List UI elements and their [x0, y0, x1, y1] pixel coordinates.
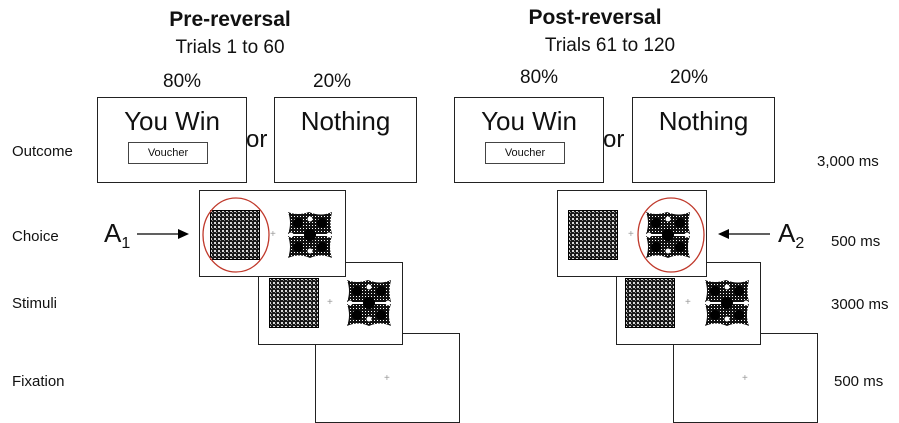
fractal-stimulus — [702, 278, 752, 328]
fixation-cross: + — [628, 229, 634, 240]
grid-stimulus — [568, 210, 618, 260]
pre-or-text: or — [246, 126, 268, 153]
grid-stimulus — [625, 278, 675, 328]
duration-stimuli: 3000 ms — [831, 296, 889, 313]
pre-reversal-title: Pre-reversal — [169, 8, 291, 31]
duration-fixation: 500 ms — [834, 373, 884, 390]
fixation-cross: + — [742, 373, 748, 384]
fractal-stimulus — [344, 278, 394, 328]
post-nothing-text: Nothing — [658, 106, 749, 136]
post-reversal-trials: Trials 61 to 120 — [544, 35, 676, 56]
pre-fixation-screen: + — [315, 333, 460, 423]
pre-choice-highlight-circle — [202, 197, 270, 273]
pre-win-text: You Win — [124, 106, 220, 136]
pre-nothing-probability: 20% — [313, 71, 352, 92]
pre-choice-screen: + — [199, 190, 346, 277]
post-reversal-title: Post-reversal — [528, 6, 662, 29]
fixation-cross: + — [685, 297, 691, 308]
post-win-probability: 80% — [520, 67, 559, 88]
pre-voucher-label: Voucher — [128, 142, 208, 164]
row-label-fixation: Fixation — [12, 373, 65, 390]
row-label-stimuli: Stimuli — [12, 295, 58, 312]
post-voucher-label: Voucher — [485, 142, 565, 164]
fixation-cross: + — [384, 373, 390, 384]
pre-nothing-text: Nothing — [300, 106, 391, 136]
fixation-cross: + — [270, 229, 276, 240]
post-nothing-outcome-box: Nothing — [632, 97, 775, 183]
pre-choice-pointer-label: A1 — [104, 218, 131, 253]
pre-nothing-outcome-box: Nothing — [274, 97, 417, 183]
pre-win-probability: 80% — [163, 71, 202, 92]
post-choice-arrow — [718, 229, 770, 239]
pre-reversal-trials: Trials 1 to 60 — [175, 37, 285, 58]
fixation-cross: + — [327, 297, 333, 308]
grid-stimulus — [269, 278, 319, 328]
post-fixation-screen: + — [673, 333, 818, 423]
post-choice-screen: + — [557, 190, 707, 277]
post-or-text: or — [603, 126, 625, 153]
row-label-choice: Choice — [12, 228, 59, 245]
post-win-outcome-box: You Win Voucher — [454, 97, 604, 183]
post-choice-pointer-label: A2 — [778, 218, 805, 253]
post-choice-highlight-circle — [637, 197, 705, 273]
duration-outcome: 3,000 ms — [817, 153, 879, 170]
pre-win-outcome-box: You Win Voucher — [97, 97, 247, 183]
pre-choice-arrow — [137, 229, 189, 239]
duration-choice: 500 ms — [831, 233, 881, 250]
row-label-outcome: Outcome — [12, 143, 73, 160]
post-win-text: You Win — [481, 106, 577, 136]
post-nothing-probability: 20% — [670, 67, 709, 88]
fractal-stimulus — [285, 210, 335, 260]
